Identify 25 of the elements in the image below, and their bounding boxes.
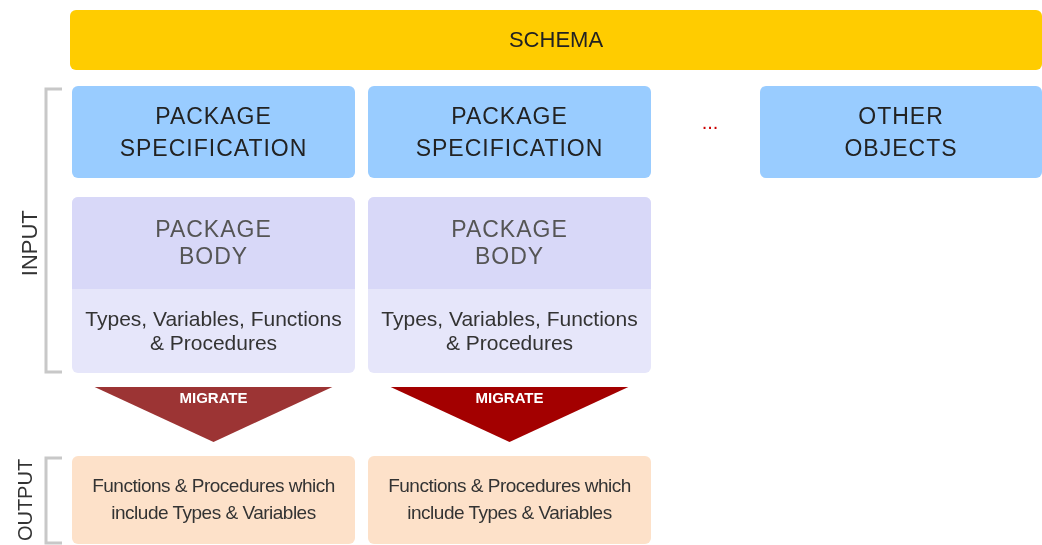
- package-spec-box: [72, 86, 355, 178]
- migrate-arrow: [390, 387, 629, 442]
- migrate-arrow: [94, 387, 333, 442]
- output-label: OUTPUT: [13, 457, 37, 544]
- output-box: [368, 456, 651, 544]
- ellipsis: ...: [700, 110, 720, 134]
- box-text: PACKAGE SPECIFICATION: [414, 101, 605, 163]
- package-body-box: [72, 197, 355, 373]
- output-box: [72, 456, 355, 544]
- box-text: Functions & Procedures which include Types & Variables: [91, 474, 336, 525]
- box-text: OTHER OBJECTS: [843, 101, 959, 163]
- box-body-text: Types, Variables, Functions & Procedures: [380, 306, 639, 356]
- objects-box: [760, 86, 1042, 178]
- package-body-box: [368, 197, 651, 373]
- input-label: INPUT: [16, 209, 43, 279]
- schema-band: [70, 10, 1042, 70]
- box-heading: PACKAGE BODY: [368, 197, 651, 289]
- package-spec-box: [368, 86, 651, 178]
- box-text: PACKAGE SPECIFICATION: [118, 101, 309, 163]
- box-body-text: Types, Variables, Functions & Procedures: [84, 306, 343, 356]
- box-text: SCHEMA: [507, 25, 605, 54]
- edge-label: MIGRATE: [474, 389, 545, 406]
- edge-label: MIGRATE: [178, 389, 249, 406]
- box-heading: PACKAGE BODY: [72, 197, 355, 289]
- box-text: Functions & Procedures which include Types & Variables: [387, 474, 632, 525]
